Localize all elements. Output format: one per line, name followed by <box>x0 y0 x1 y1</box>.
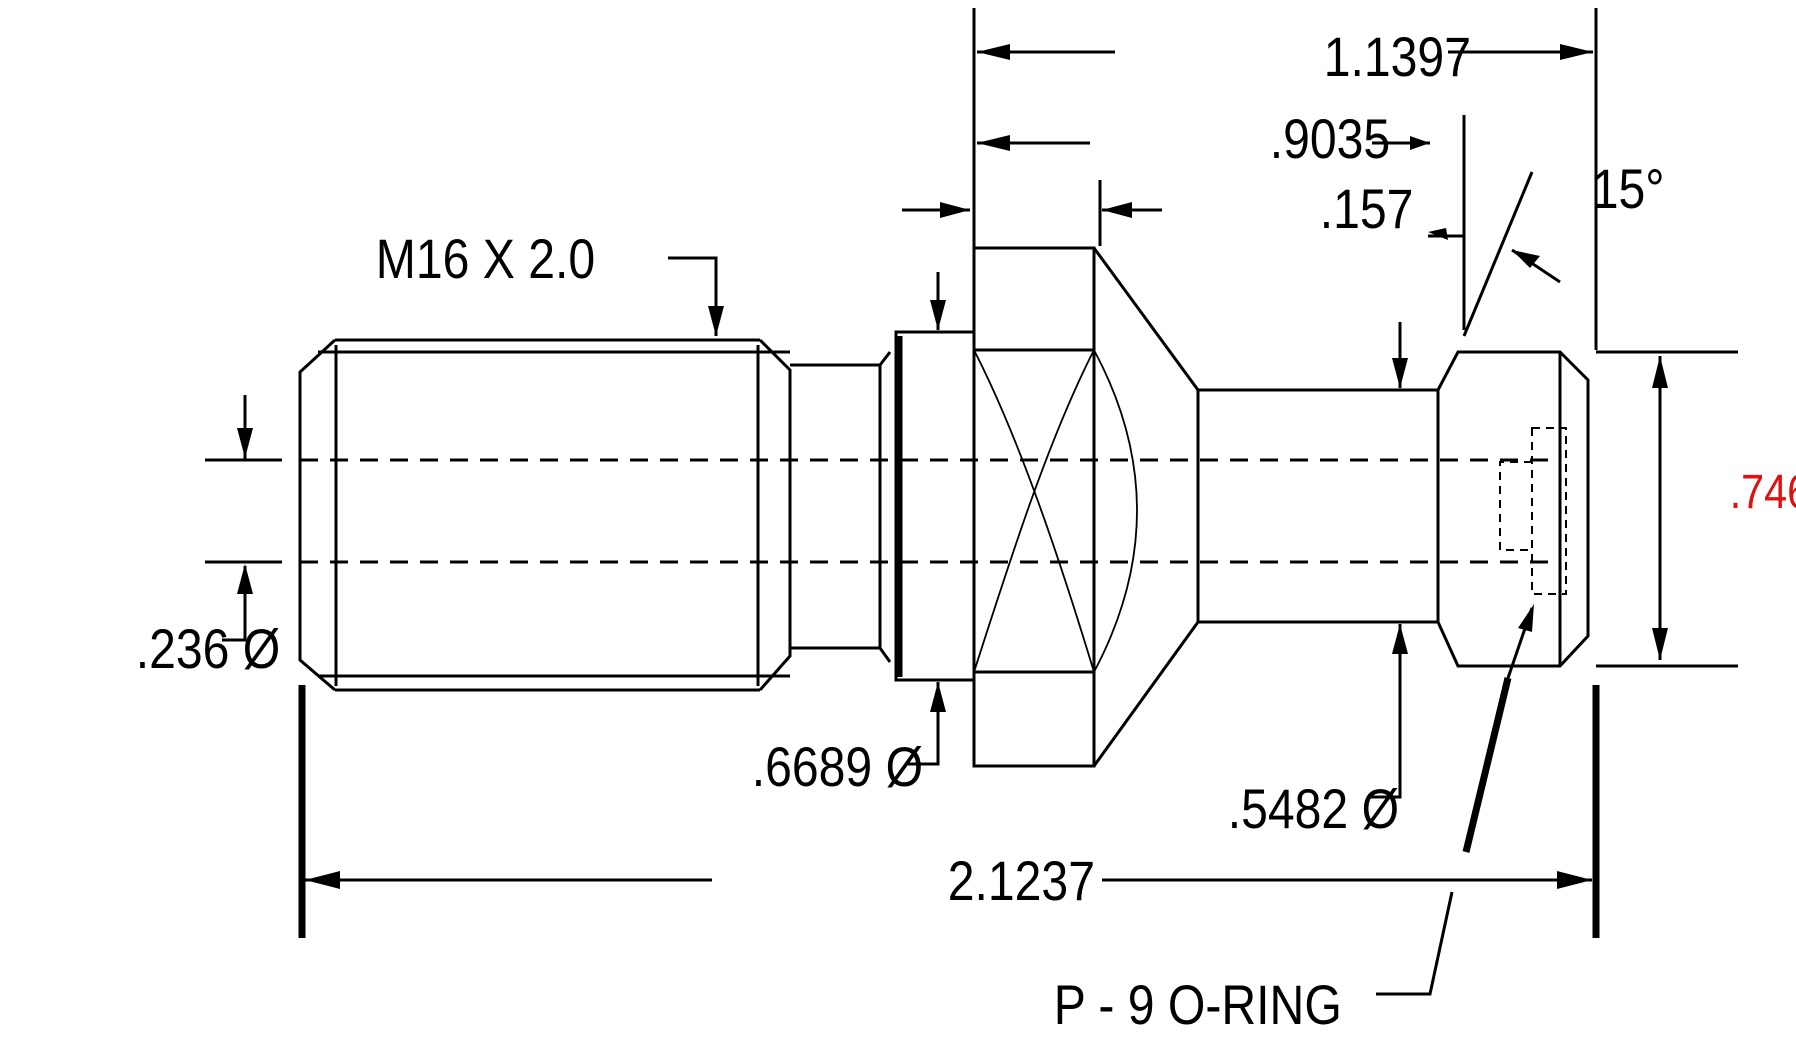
extension-lines <box>298 8 1738 938</box>
length-3-label: .157 <box>1320 179 1414 241</box>
neck-diameter-label: .5482 Ø <box>1228 779 1399 841</box>
bore-hidden-lines <box>205 458 1560 564</box>
dimension-lines <box>222 44 1668 996</box>
threaded-section <box>298 338 792 692</box>
head <box>1436 350 1590 668</box>
hex-flange <box>972 246 1096 768</box>
length-2-label: .9035 <box>1270 109 1391 171</box>
part-outline <box>298 246 1590 768</box>
angle-label: 15° <box>1592 159 1665 221</box>
oring-label: P - 9 O-RING <box>1054 975 1342 1037</box>
dimension-labels: M16 X 2.0 2.1237 1.1397 .9035 .157 15° .… <box>136 27 1796 1037</box>
collar <box>894 330 976 682</box>
collar-diameter-label: .6689 Ø <box>752 737 923 799</box>
length-1-label: 1.1397 <box>1324 27 1471 89</box>
thread-spec-label: M16 X 2.0 <box>376 229 595 291</box>
overall-length-label: 2.1237 <box>948 851 1095 913</box>
neck <box>1196 388 1440 624</box>
head-diameter-label: .7468 <box>1730 465 1796 519</box>
bore-diameter-label: .236 Ø <box>136 619 281 681</box>
relief-groove <box>790 351 892 663</box>
taper-cone <box>1092 247 1200 767</box>
